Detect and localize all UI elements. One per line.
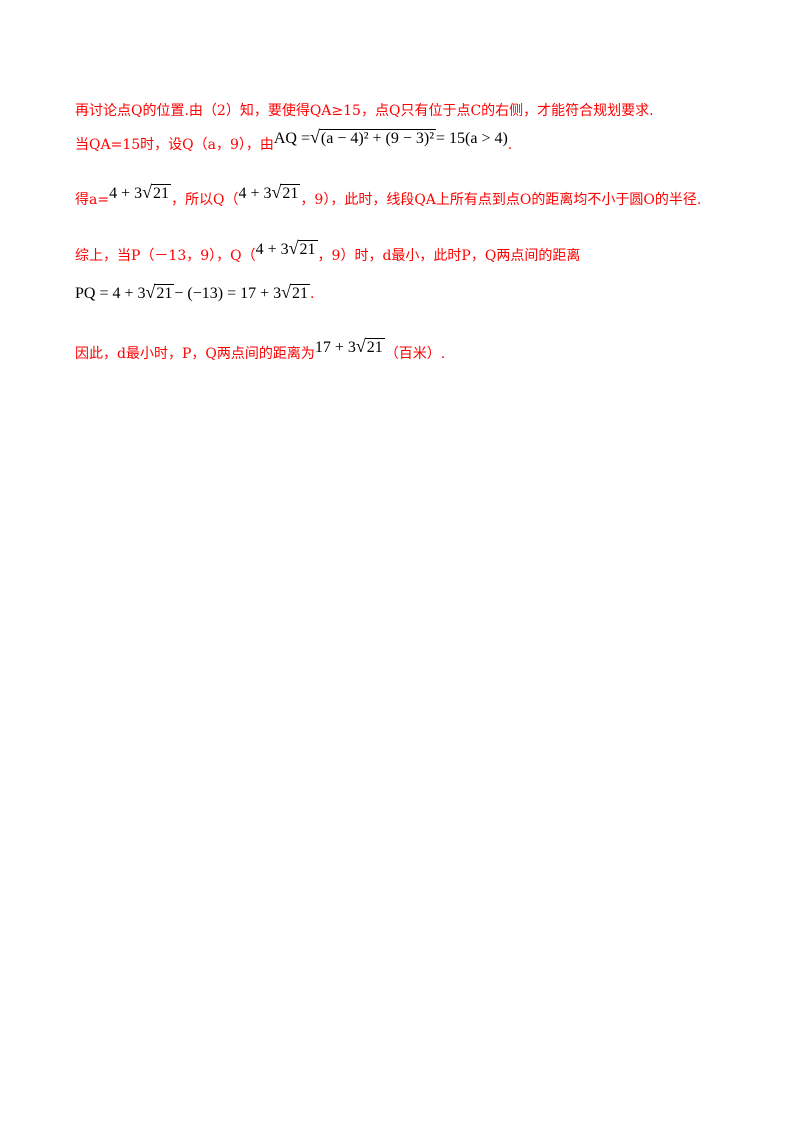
sqrt-21: √ 21 xyxy=(272,182,301,203)
distance-value: 17 + 3 √ 21 xyxy=(315,336,385,357)
radicand: 21 xyxy=(290,284,311,302)
value-a-coef: 4 + 3 xyxy=(109,185,143,202)
paragraph-line-5: PQ = 4 + 3 √ 21 − (−13) = 17 + 3 √ 21 . xyxy=(75,282,314,303)
line-2-prefix: 当QA=15时，设Q（a，9），由 xyxy=(75,137,274,153)
value-q-coef: 4 + 3 xyxy=(255,241,289,258)
sqrt-expression: √ (a − 4)² + (9 − 3)² xyxy=(310,127,436,148)
radicand: (a − 4)² + (9 − 3)² xyxy=(318,129,436,147)
paragraph-line-1: 再讨论点Q的位置.由（2）知，要使得QA≥15，点Q只有位于点C的右侧，才能符合… xyxy=(75,100,654,120)
line-3-prefix: 得a= xyxy=(75,192,110,208)
radicand: 21 xyxy=(151,184,171,202)
distance-coef: 17 + 3 xyxy=(314,339,356,356)
equation-pq-left: PQ = 4 + 3 xyxy=(75,285,146,302)
equation-aq-left: AQ = xyxy=(273,130,311,147)
sqrt-21: √ 21 xyxy=(146,282,175,303)
value-a: 4 + 3 √ 21 xyxy=(109,182,171,203)
paragraph-line-2: 当QA=15时，设Q（a，9），由 AQ = √ (a − 4)² + (9 −… xyxy=(75,127,513,154)
radical-sign: √ xyxy=(281,282,292,302)
line-6-prefix: 因此，d最小时，P，Q两点间的距离为 xyxy=(75,346,315,362)
line-4-suffix: ，9）时，d最小，此时P，Q两点间的距离 xyxy=(317,248,581,264)
value-q-x: 4 + 3 √ 21 xyxy=(238,182,301,203)
line-5-suffix: . xyxy=(310,286,315,302)
sqrt-21: √ 21 xyxy=(289,238,318,259)
radical-sign: √ xyxy=(355,336,366,356)
line-1-text: 再讨论点Q的位置.由（2）知，要使得QA≥15，点Q只有位于点C的右侧，才能符合… xyxy=(75,103,654,119)
value-q-x: 4 + 3 √ 21 xyxy=(256,238,318,259)
equation-pq-middle: − (−13) = 17 + 3 xyxy=(174,285,282,302)
line-6-suffix: （百米）. xyxy=(384,346,446,362)
sqrt-21: √ 21 xyxy=(281,282,311,303)
line-3-suffix: ，9），此时，线段QA上所有点到点O的距离均不小于圆O的半径. xyxy=(300,192,702,208)
radicand: 21 xyxy=(280,184,301,202)
line-2-suffix: . xyxy=(507,137,513,153)
radicand: 21 xyxy=(297,240,318,258)
radical-sign: √ xyxy=(142,182,152,202)
value-q-coef: 4 + 3 xyxy=(238,185,272,202)
sqrt-21: √ 21 xyxy=(142,182,171,203)
radical-sign: √ xyxy=(310,127,320,147)
radical-sign: √ xyxy=(271,182,282,202)
paragraph-line-4: 综上，当P（－13，9），Q（ 4 + 3 √ 21 ，9）时，d最小，此时P，… xyxy=(75,238,581,265)
sqrt-21: √ 21 xyxy=(356,336,385,357)
line-3-middle: ，所以Q（ xyxy=(171,192,239,208)
equation-aq: AQ = √ (a − 4)² + (9 − 3)² = 15(a > 4) xyxy=(274,127,508,148)
paragraph-line-6: 因此，d最小时，P，Q两点间的距离为 17 + 3 √ 21 （百米）. xyxy=(75,336,446,363)
line-4-prefix: 综上，当P（－13，9），Q（ xyxy=(75,248,256,264)
radical-sign: √ xyxy=(145,282,156,302)
equation-aq-right: = 15(a > 4) xyxy=(435,130,508,147)
radicand: 21 xyxy=(154,284,175,302)
radical-sign: √ xyxy=(288,238,299,258)
paragraph-line-3: 得a= 4 + 3 √ 21 ，所以Q（ 4 + 3 √ 21 ，9），此时，线… xyxy=(75,182,702,209)
equation-pq: PQ = 4 + 3 √ 21 − (−13) = 17 + 3 √ 21 xyxy=(75,282,311,303)
radicand: 21 xyxy=(364,338,385,356)
